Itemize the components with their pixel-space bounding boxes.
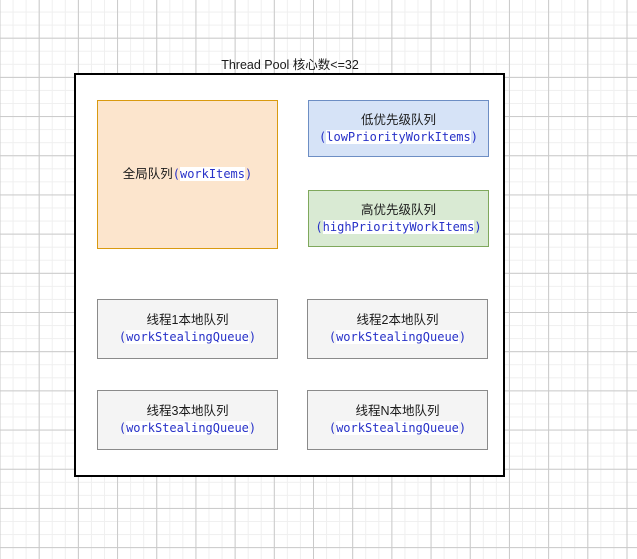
low-priority-queue-label: 低优先级队列 (lowPriorityWorkItems)	[309, 112, 488, 146]
thread3-local-queue-box[interactable]: 线程3本地队列 (workStealingQueue)	[97, 390, 278, 450]
high-priority-queue-box[interactable]: 高优先级队列 (highPriorityWorkItems)	[308, 190, 489, 247]
low-priority-queue-box[interactable]: 低优先级队列 (lowPriorityWorkItems)	[308, 100, 489, 157]
thread2-local-queue-box[interactable]: 线程2本地队列 (workStealingQueue)	[307, 299, 488, 359]
threadN-local-queue-label: 线程N本地队列 (workStealingQueue)	[308, 403, 487, 437]
high-priority-queue-code-label: highPriorityWorkItems	[322, 219, 475, 234]
low-priority-close-paren: )	[470, 129, 478, 144]
global-queue-open-paren: (	[172, 167, 180, 181]
global-queue-close-paren: )	[245, 167, 253, 181]
thread3-zh-label: 线程3本地队列	[146, 404, 229, 418]
global-queue-label: 全局队列(workItems)	[98, 166, 277, 183]
high-priority-close-paren: )	[474, 219, 482, 234]
thread2-close-paren: )	[458, 330, 467, 344]
thread3-close-paren: )	[248, 421, 257, 435]
thread1-zh-label: 线程1本地队列	[146, 313, 229, 327]
global-queue-zh-label: 全局队列	[122, 167, 173, 181]
threadN-open-paren: (	[328, 421, 337, 435]
thread2-code-label: workStealingQueue	[336, 330, 459, 344]
thread3-local-queue-label: 线程3本地队列 (workStealingQueue)	[98, 403, 277, 437]
threadN-code-label: workStealingQueue	[336, 421, 459, 435]
threadN-local-queue-box[interactable]: 线程N本地队列 (workStealingQueue)	[307, 390, 488, 450]
thread2-zh-label: 线程2本地队列	[356, 313, 439, 327]
global-queue-code-label: workItems	[179, 167, 246, 181]
thread1-code-label: workStealingQueue	[126, 330, 249, 344]
low-priority-queue-zh-label: 低优先级队列	[360, 112, 436, 127]
thread1-local-queue-label: 线程1本地队列 (workStealingQueue)	[98, 312, 277, 346]
high-priority-queue-label: 高优先级队列 (highPriorityWorkItems)	[309, 202, 488, 236]
thread2-open-paren: (	[328, 330, 337, 344]
thread1-local-queue-box[interactable]: 线程1本地队列 (workStealingQueue)	[97, 299, 278, 359]
thread1-open-paren: (	[118, 330, 127, 344]
high-priority-open-paren: (	[315, 219, 323, 234]
threadN-close-paren: )	[458, 421, 467, 435]
global-queue-box[interactable]: 全局队列(workItems)	[97, 100, 278, 249]
thread3-open-paren: (	[118, 421, 127, 435]
thread2-local-queue-label: 线程2本地队列 (workStealingQueue)	[308, 312, 487, 346]
low-priority-queue-code-label: lowPriorityWorkItems	[326, 129, 471, 144]
low-priority-open-paren: (	[319, 129, 327, 144]
thread-pool-container: 全局队列(workItems) 低优先级队列 (lowPriorityWorkI…	[74, 73, 505, 477]
thread1-close-paren: )	[248, 330, 257, 344]
threadN-zh-label: 线程N本地队列	[355, 404, 440, 418]
high-priority-queue-zh-label: 高优先级队列	[360, 202, 436, 217]
thread3-code-label: workStealingQueue	[126, 421, 249, 435]
pool-title: Thread Pool 核心数<=32	[221, 58, 359, 72]
